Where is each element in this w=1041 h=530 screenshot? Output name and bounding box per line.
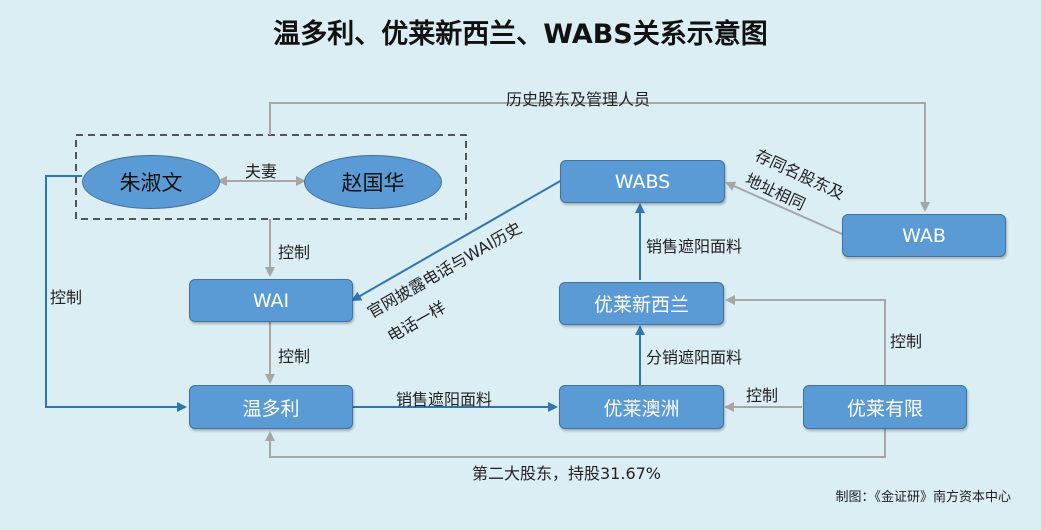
edge-second-shareholder: [265, 429, 886, 458]
node-youlai-au: 优莱澳洲: [559, 385, 724, 429]
node-wab: WAB: [842, 214, 1006, 257]
label-control-wai: 控制: [278, 243, 311, 262]
label-dist-shade: 分销遮阳面料: [646, 348, 743, 367]
node-wai: WAI: [189, 279, 353, 322]
node-youlai-ltd: 优莱有限: [803, 385, 967, 429]
label-control-nz: 控制: [890, 332, 923, 351]
label-control-wenduoli: 控制: [278, 347, 311, 366]
edge-website-phone: [351, 179, 563, 301]
edge-history-shareholders: [269, 102, 930, 212]
edge-control-nz: [725, 295, 886, 385]
label-second-shareholder: 第二大股东，持股31.67%: [472, 464, 662, 483]
diagram-title: 温多利、优莱新西兰、WABS关系示意图: [273, 19, 768, 50]
edge-control-left: [45, 175, 187, 412]
label-history-shareholders: 历史股东及管理人员: [506, 90, 651, 109]
node-zhu-shuwen: 朱淑文: [82, 155, 220, 209]
edge-same-shareholder: [725, 181, 843, 235]
label-control-au: 控制: [746, 386, 779, 405]
node-zhao-guohua: 赵国华: [304, 155, 442, 209]
node-wabs: WABS: [560, 160, 725, 203]
label-spouse: 夫妻: [245, 162, 278, 181]
label-control-left: 控制: [50, 288, 83, 307]
node-youlai-nz: 优莱新西兰: [559, 282, 724, 325]
node-wenduoli: 温多利: [189, 385, 353, 429]
label-sell-shade: 销售遮阳面料: [396, 390, 493, 409]
credit-line: 制图：《金证研》南方资本中心: [835, 490, 1011, 505]
label-sell-shade-wabs: 销售遮阳面料: [646, 237, 743, 256]
